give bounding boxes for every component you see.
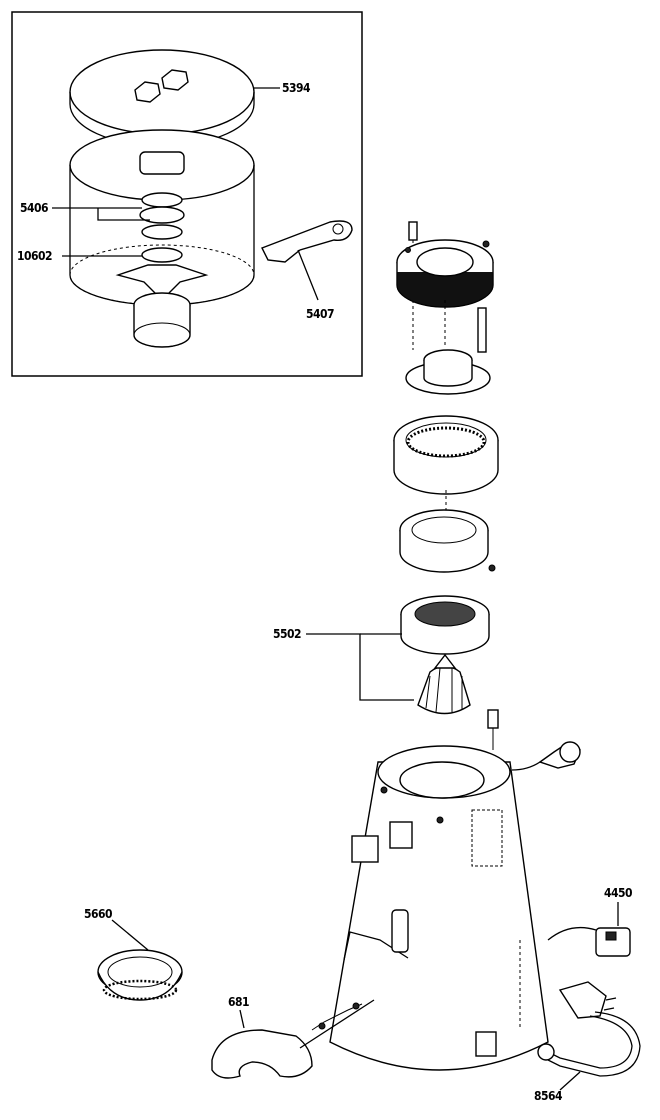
label-ring: 10602 xyxy=(17,249,52,263)
label-burr-set: 5502 xyxy=(273,627,301,641)
label-wrench: 681 xyxy=(228,995,249,1009)
label-switch: 4450 xyxy=(604,886,632,900)
label-gasket: 5406 xyxy=(20,201,48,215)
hopper-internals xyxy=(115,192,209,348)
adjustment-ring-assembly xyxy=(393,221,499,573)
label-cord: 8564 xyxy=(534,1089,563,1103)
label-key: 5407 xyxy=(306,307,334,321)
hopper-key xyxy=(261,220,353,263)
collar-ring: 5660 xyxy=(84,907,183,1001)
grinder-body xyxy=(329,709,581,1071)
hopper-inset: 5394 5406 10602 5407 xyxy=(11,11,363,377)
wrench: 681 xyxy=(211,995,375,1079)
hopper-lid xyxy=(69,49,255,147)
power-cord: 8564 xyxy=(534,981,641,1103)
label-lid: 5394 xyxy=(282,81,311,95)
burr-set: 5502 xyxy=(273,595,490,715)
switch: 4450 xyxy=(547,886,633,957)
label-collar: 5660 xyxy=(84,907,112,921)
